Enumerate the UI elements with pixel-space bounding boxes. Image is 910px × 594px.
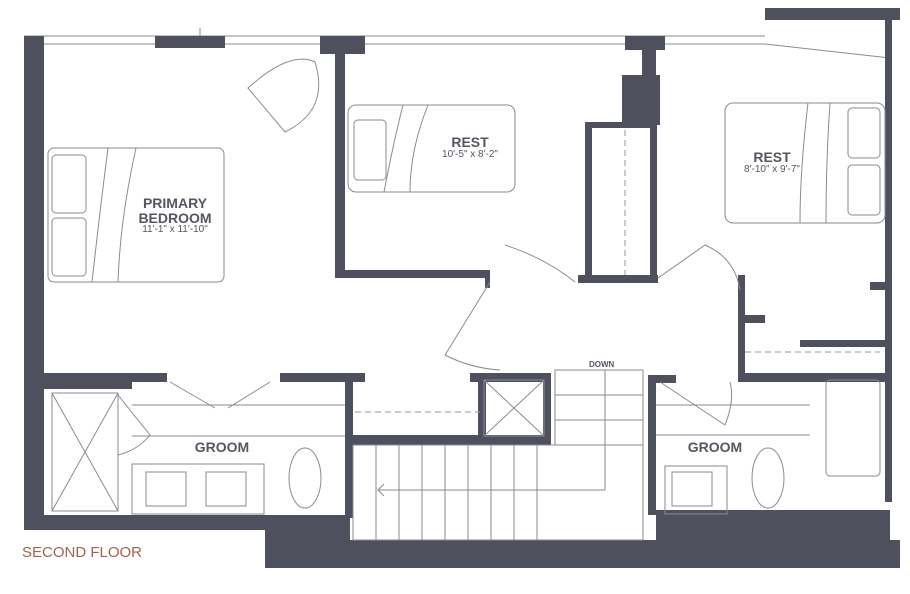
room-name: REST [753,149,791,165]
room-rest-1: REST 10'-5" x 8'-2" [420,135,520,160]
doors [117,244,741,456]
stair-down-label: DOWN [589,360,615,369]
furniture-and-fixtures [47,58,886,515]
room-name: GROOM [194,439,250,455]
room-name: PRIMARY [142,195,208,211]
room-groom-1: GROOM [182,440,262,455]
plan-title: SECOND FLOOR [22,544,143,561]
room-groom-2: GROOM [675,440,755,455]
room-name: GROOM [687,439,743,455]
room-name-line2: BEDROOM [138,209,212,226]
room-rest-2: REST 8'-10" x 9'-7" [722,150,822,175]
staircase [352,369,644,541]
room-dimensions: 8'-10" x 9'-7" [744,163,800,175]
exterior-windows [24,28,891,59]
room-dimensions: 11'-1" x 11'-10" [142,224,208,236]
room-name: REST [451,134,489,150]
walls [24,8,900,568]
room-dimensions: 10'-5" x 8'-2" [442,148,498,160]
room-primary-bedroom: PRIMARY BEDROOM 11'-1" x 11'-10" [125,196,225,236]
